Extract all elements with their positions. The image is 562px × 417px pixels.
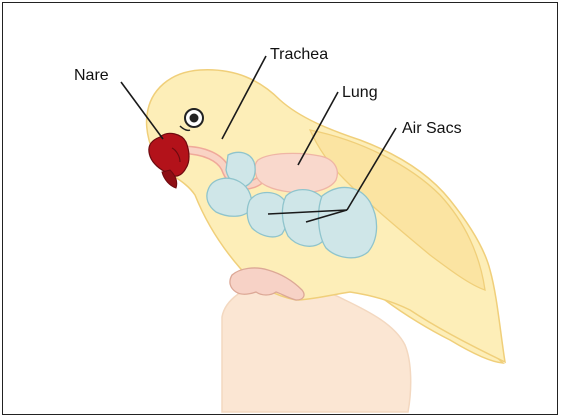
lung <box>255 153 337 192</box>
label-air-sacs: Air Sacs <box>402 120 462 137</box>
label-nare: Nare <box>74 67 109 84</box>
label-trachea: Trachea <box>270 46 328 63</box>
label-lung: Lung <box>342 84 378 101</box>
perch <box>222 283 411 412</box>
